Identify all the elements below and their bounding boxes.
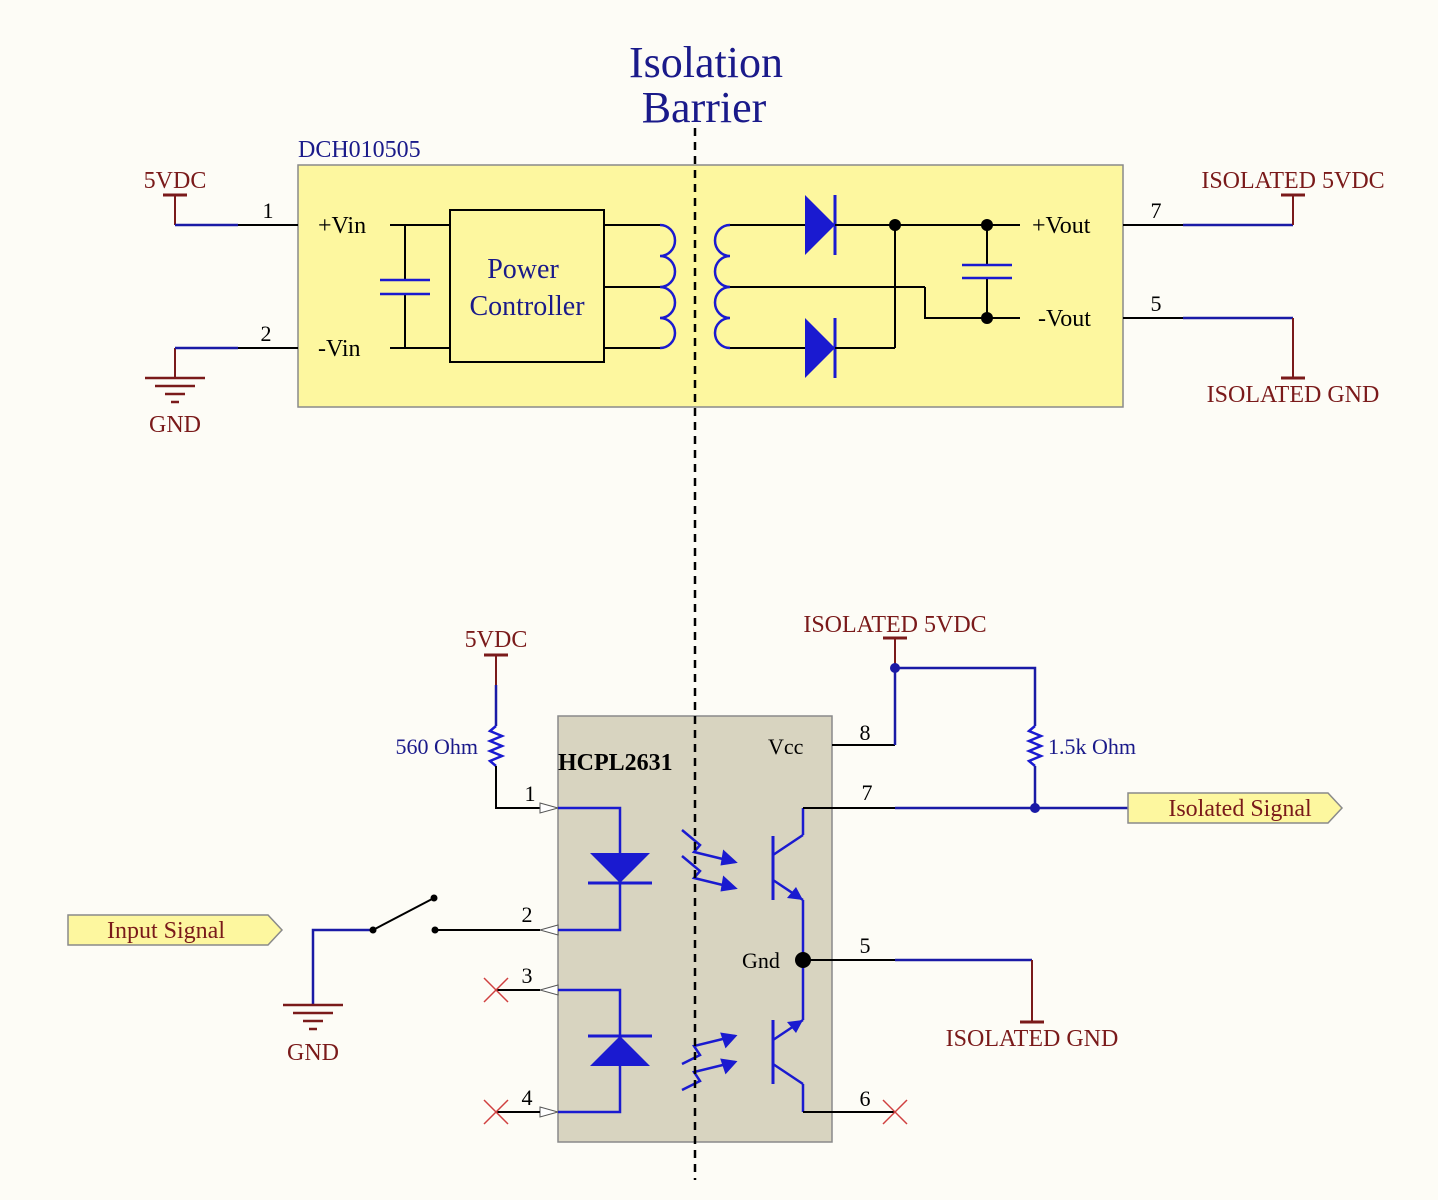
opto-pin4-number: 4: [522, 1085, 533, 1110]
power-controller-label-1: Power: [487, 254, 559, 285]
opto-pin8-number: 8: [860, 720, 871, 745]
input-switch: [369, 894, 439, 934]
input-signal-port: Input Signal: [67, 914, 284, 946]
resistor-560: [486, 725, 506, 767]
opto-input-gnd-label: GND: [287, 1040, 339, 1066]
isolated-signal-label: Isolated Signal: [1168, 796, 1312, 822]
wire-gnd-to-switch: [311, 928, 373, 1005]
dcdc-module-body: [297, 164, 1124, 408]
input-gnd-symbol: GND: [145, 348, 205, 438]
opto-pin3-number: 3: [522, 963, 533, 988]
wire-iso5v-rail: [893, 666, 1037, 745]
output-iso-gnd-symbol: ISOLATED GND: [1207, 318, 1380, 408]
opto-iso-5vdc-symbol: ISOLATED 5VDC: [803, 612, 987, 668]
transformer: [604, 223, 925, 350]
opto-vcc-label: Vcc: [768, 734, 804, 759]
dcdc-pin7-number: 7: [1151, 198, 1162, 223]
opto-part-label: HCPL2631: [558, 750, 673, 776]
no-connect-pin6: [882, 1099, 908, 1125]
opto-pin6-number: 6: [860, 1086, 871, 1111]
opto-led-bottom: [558, 988, 652, 1114]
input-signal-label: Input Signal: [107, 918, 225, 944]
opto-pin7-number: 7: [862, 780, 873, 805]
dcdc-pin5-number: 5: [1151, 291, 1162, 316]
output-iso-5vdc-symbol: ISOLATED 5VDC: [1201, 168, 1385, 225]
opto-5vdc-label: 5VDC: [465, 627, 528, 653]
input-5vdc-label: 5VDC: [144, 168, 207, 194]
opto-pin2-number: 2: [522, 902, 533, 927]
no-connect-pin4: [483, 1099, 509, 1125]
output-iso-5vdc-label: ISOLATED 5VDC: [1201, 168, 1384, 194]
opto-iso-gnd-label: ISOLATED GND: [946, 1026, 1119, 1052]
opto-led-top: [558, 806, 652, 932]
input-capacitor: [380, 224, 450, 349]
opto-5vdc-symbol: 5VDC: [465, 627, 528, 685]
vout-neg-label: -Vout: [1038, 306, 1091, 332]
light-arrows-top: [681, 829, 738, 892]
dcdc-part-label: DCH010505: [298, 137, 421, 163]
isolated-signal-port: Isolated Signal: [1127, 792, 1344, 824]
junction-dot: [890, 663, 900, 673]
junction-dot: [889, 219, 901, 231]
barrier-title-line2: Barrier: [642, 83, 767, 132]
dcdc-pin2-number: 2: [261, 321, 272, 346]
vin-neg-label: -Vin: [318, 336, 361, 362]
opto-pin5-number: 5: [860, 933, 871, 958]
wire-resistor-to-pin1: [495, 766, 540, 809]
resistor-560-label: 560 Ohm: [396, 734, 479, 759]
phototransistor-bottom: [771, 960, 805, 1112]
opto-pin1-number: 1: [525, 781, 536, 806]
opto-pin1: 1: [525, 781, 560, 814]
vin-pos-label: +Vin: [318, 213, 366, 239]
resistor-1k5-label: 1.5k Ohm: [1048, 734, 1136, 759]
junction-dot: [1030, 803, 1040, 813]
input-gnd-label: GND: [149, 412, 201, 438]
no-connect-pin3: [483, 977, 509, 1003]
vout-pos-label: +Vout: [1032, 213, 1091, 239]
phototransistor-top: [771, 808, 805, 960]
light-arrows-bottom: [681, 1032, 738, 1092]
barrier-title-line1: Isolation: [629, 38, 783, 87]
output-capacitor: [962, 219, 1012, 324]
opto-gnd-label: Gnd: [742, 948, 780, 973]
input-5vdc-symbol: 5VDC: [144, 168, 207, 225]
dcdc-pin1-number: 1: [263, 198, 274, 223]
output-iso-gnd-label: ISOLATED GND: [1207, 382, 1380, 408]
opto-iso-5vdc-label: ISOLATED 5VDC: [803, 612, 986, 638]
opto-iso-gnd-symbol: ISOLATED GND: [946, 960, 1119, 1052]
power-controller-label-2: Controller: [469, 291, 585, 322]
resistor-1k5: [1025, 725, 1045, 767]
opto-input-gnd-symbol: GND: [283, 1003, 343, 1066]
